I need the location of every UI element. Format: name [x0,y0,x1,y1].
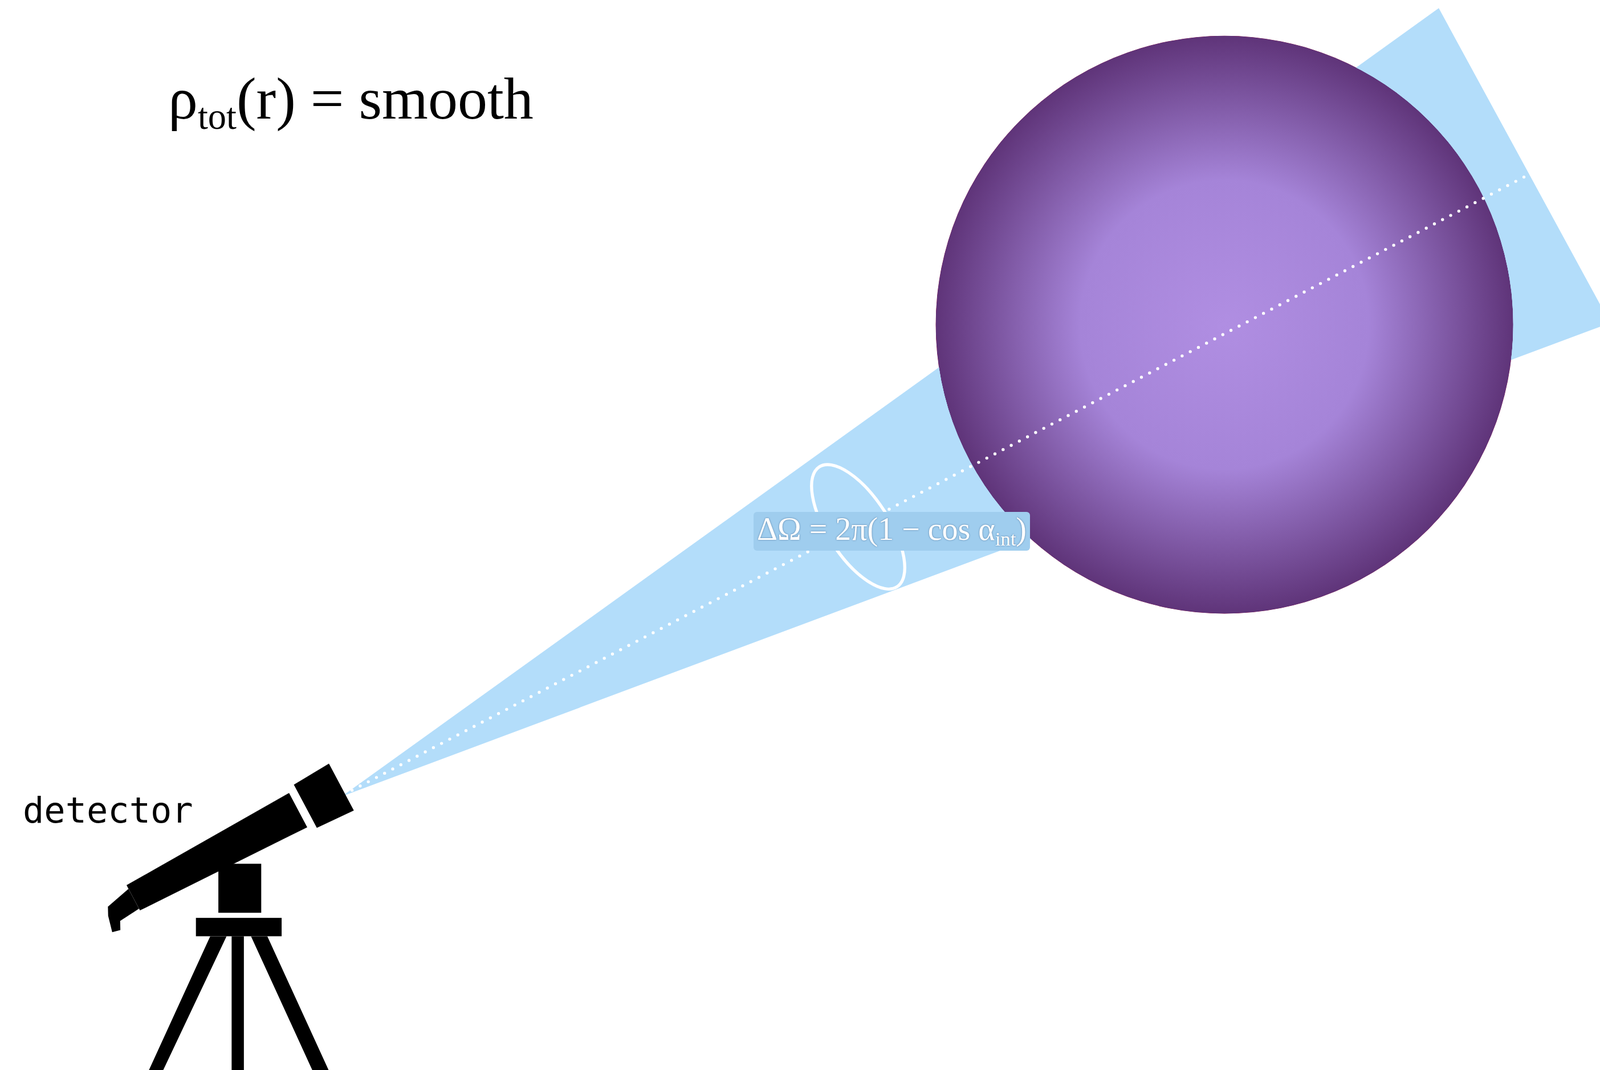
sphere [935,35,1514,614]
label-text: detector [22,789,194,832]
label-text: ΔΩ = 2π(1 − cos α [756,511,996,547]
label-text: ) [1015,511,1027,547]
subscript-text: tot [197,96,237,137]
telescope-front [292,763,354,830]
label-text: ρ [168,65,198,132]
line-of-sight [352,173,1532,791]
subscript-text: int [995,527,1017,551]
tripod-leg [250,935,329,1070]
density-formula: ρtot(r) = smooth [168,68,534,136]
tripod-head [196,917,282,936]
label-text: (r) = smooth [236,65,534,132]
cone-sphere-overlap [935,35,1514,614]
telescope-mount [218,863,262,913]
telescope-eyepiece [98,888,145,934]
detector-label: detector [22,792,194,829]
solid-angle-formula: ΔΩ = 2π(1 − cos αint) [753,511,1030,551]
tripod-leg [231,935,244,1070]
tripod-leg [148,935,227,1070]
